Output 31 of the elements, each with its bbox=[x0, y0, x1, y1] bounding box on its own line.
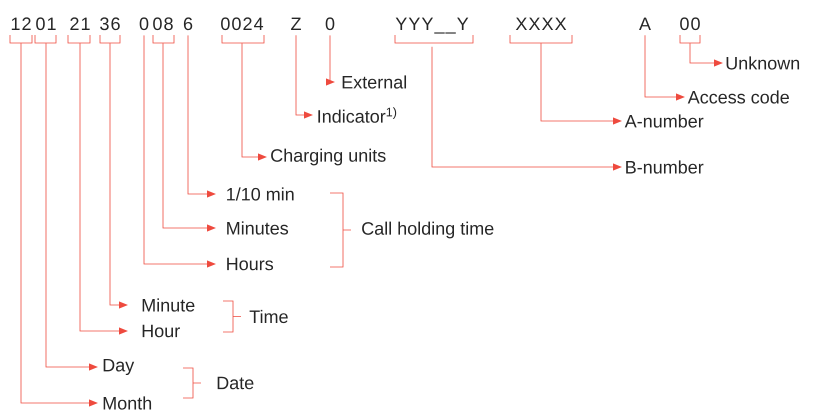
field-label: A-number bbox=[624, 114, 704, 128]
code-field: 6 bbox=[184, 17, 192, 30]
code-field: 01 bbox=[36, 17, 56, 30]
field-label: Charging units bbox=[271, 148, 386, 166]
field-label: Day bbox=[104, 358, 134, 376]
group-label: Date bbox=[218, 376, 254, 390]
code-field: 0024 bbox=[221, 17, 264, 30]
field-label: Hour bbox=[142, 324, 180, 338]
field-label: 1/10 min bbox=[227, 187, 294, 201]
code-field: 36 bbox=[100, 17, 120, 30]
field-label: B-number bbox=[626, 160, 704, 174]
field-label: Hours bbox=[227, 258, 274, 270]
group-label: Call holding time bbox=[362, 222, 494, 238]
code-field: A bbox=[639, 18, 651, 30]
field-label: External bbox=[342, 75, 406, 89]
field-label: Indicator$^{1)}$ bbox=[318, 107, 396, 123]
field-label: Access code bbox=[688, 90, 789, 104]
code-field: 21 bbox=[70, 17, 90, 30]
code-field: XXXX bbox=[516, 18, 566, 30]
code-field: YYY__Y bbox=[396, 18, 468, 34]
field-label: Month bbox=[104, 396, 152, 410]
field-label: Minutes bbox=[227, 221, 288, 235]
group-label: Time bbox=[250, 310, 288, 324]
code-field: Z bbox=[291, 18, 301, 30]
field-label: Unknown bbox=[726, 56, 800, 70]
code-field: 00 bbox=[680, 17, 700, 30]
code-field: 08 bbox=[153, 17, 173, 30]
code-field: 0 bbox=[326, 17, 334, 30]
code-field: 0 bbox=[140, 17, 148, 30]
code-field: 12 bbox=[12, 17, 31, 30]
field-label: Minute bbox=[142, 298, 194, 312]
